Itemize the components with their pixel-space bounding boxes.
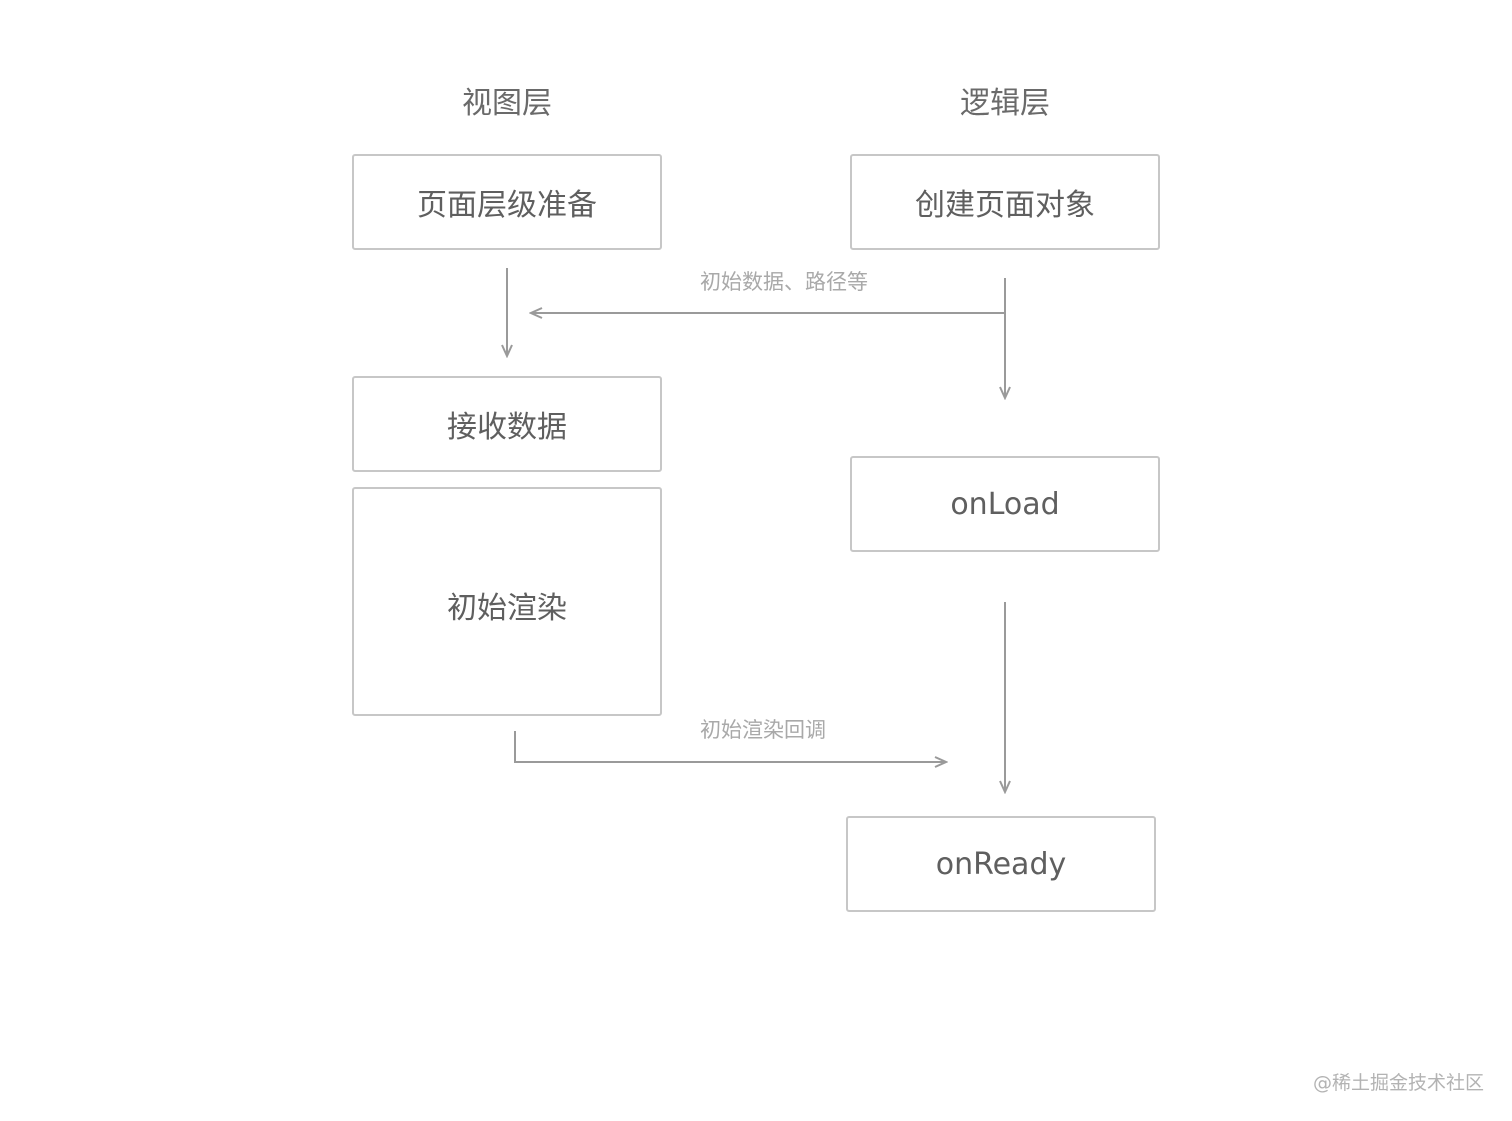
arrow-render-callback [514,731,946,762]
logic-layer-heading: 逻辑层 [960,86,1050,121]
initial-render-node: 初始渲染 [352,487,662,716]
initial-render-label: 初始渲染 [447,591,567,626]
create-page-object-label: 创建页面对象 [915,188,1095,223]
initial-data-edge-label: 初始数据、路径等 [700,270,868,294]
on-ready-node: onReady [846,816,1156,912]
render-callback-edge-label: 初始渲染回调 [700,718,826,742]
receive-data-node: 接收数据 [352,376,662,472]
on-load-label: onLoad [950,486,1060,522]
on-load-node: onLoad [850,456,1160,552]
create-page-object-node: 创建页面对象 [850,154,1160,250]
view-layer-heading: 视图层 [462,86,552,121]
page-level-prep-node: 页面层级准备 [352,154,662,250]
on-ready-label: onReady [935,846,1067,882]
page-level-prep-label: 页面层级准备 [417,188,597,223]
watermark: @稀土掘金技术社区 [1312,1072,1484,1094]
receive-data-label: 接收数据 [447,410,567,445]
